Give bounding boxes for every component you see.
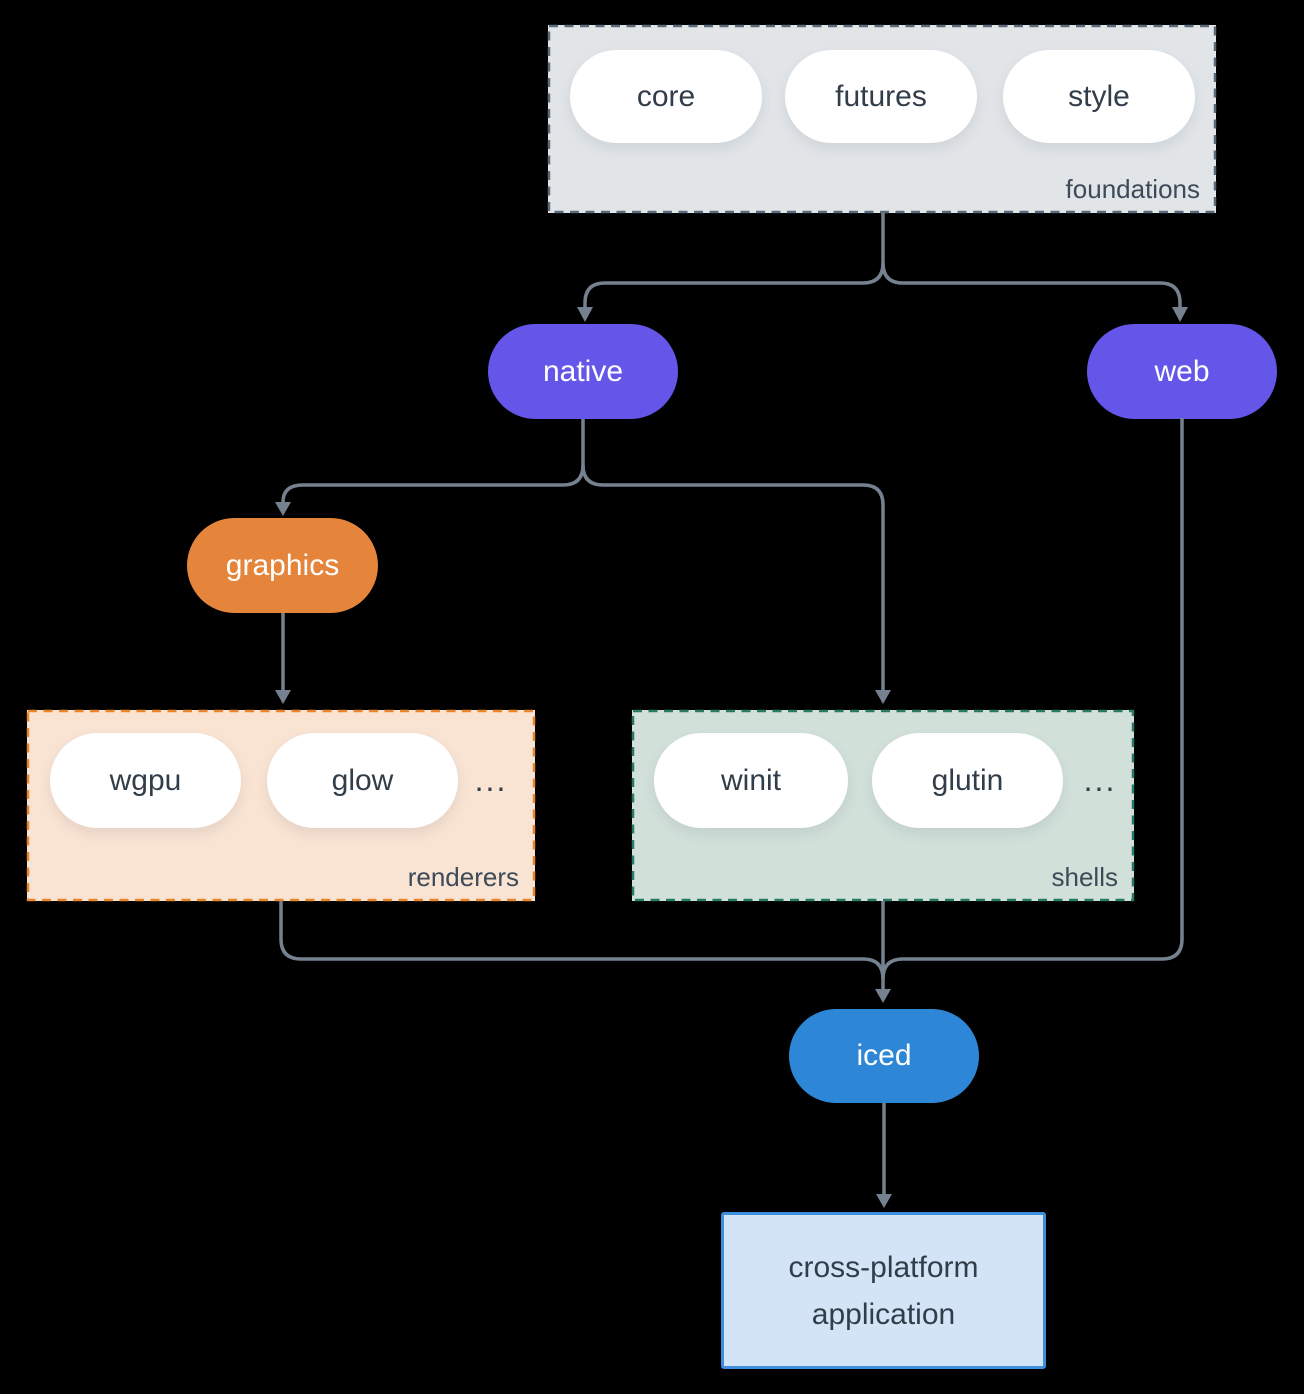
edge-foundations-web xyxy=(881,262,1182,307)
group-renderers: wgpu glow ... renderers xyxy=(27,710,535,901)
node-core: core xyxy=(570,50,762,143)
arrowhead-application xyxy=(876,1194,892,1208)
group-shells-label: shells xyxy=(1051,862,1118,892)
arrowhead-web xyxy=(1172,307,1188,322)
node-iced-label: iced xyxy=(856,1039,912,1072)
arrowhead-iced xyxy=(875,989,891,1003)
node-futures: futures xyxy=(785,50,977,143)
node-graphics-label: graphics xyxy=(225,548,340,582)
arrowhead-renderers xyxy=(275,690,291,704)
node-futures-label: futures xyxy=(835,79,927,113)
node-native-label: native xyxy=(542,354,624,388)
node-glutin-label: glutin xyxy=(931,763,1004,797)
group-foundations-label: foundations xyxy=(1065,174,1200,204)
node-graphics: graphics xyxy=(187,518,378,613)
edge-native-graphics xyxy=(281,419,585,503)
node-style: style xyxy=(1003,50,1195,143)
group-renderers-label: renderers xyxy=(407,862,519,892)
node-web-label: web xyxy=(1154,354,1210,388)
node-wgpu: wgpu xyxy=(50,733,241,828)
node-style-label: style xyxy=(1068,79,1130,113)
node-core-label: core xyxy=(636,79,696,113)
node-wgpu-label: wgpu xyxy=(109,763,182,797)
node-cross-platform-application: cross-platform application xyxy=(721,1212,1046,1369)
node-winit-label: winit xyxy=(720,763,781,797)
node-glutin: glutin xyxy=(872,733,1063,828)
edge-foundations-native xyxy=(583,213,885,307)
edge-renderers-iced xyxy=(279,901,885,980)
node-native: native xyxy=(488,324,678,419)
arrowhead-native xyxy=(577,307,593,322)
node-glow-label: glow xyxy=(331,763,394,797)
node-winit: winit xyxy=(654,733,848,828)
group-foundations: core futures style foundations xyxy=(548,25,1216,213)
shells-ellipsis: ... xyxy=(1083,762,1117,798)
edge-native-shells xyxy=(581,464,885,690)
node-web: web xyxy=(1087,324,1277,419)
group-shells: winit glutin ... shells xyxy=(632,710,1134,901)
node-iced: iced xyxy=(789,1009,979,1103)
application-label-line2: application xyxy=(811,1297,956,1331)
renderers-ellipsis: ... xyxy=(474,762,508,798)
application-label-line1: cross-platform xyxy=(788,1250,979,1284)
arrowhead-shells xyxy=(875,690,891,704)
arrowhead-graphics xyxy=(275,502,291,516)
node-glow: glow xyxy=(267,733,458,828)
